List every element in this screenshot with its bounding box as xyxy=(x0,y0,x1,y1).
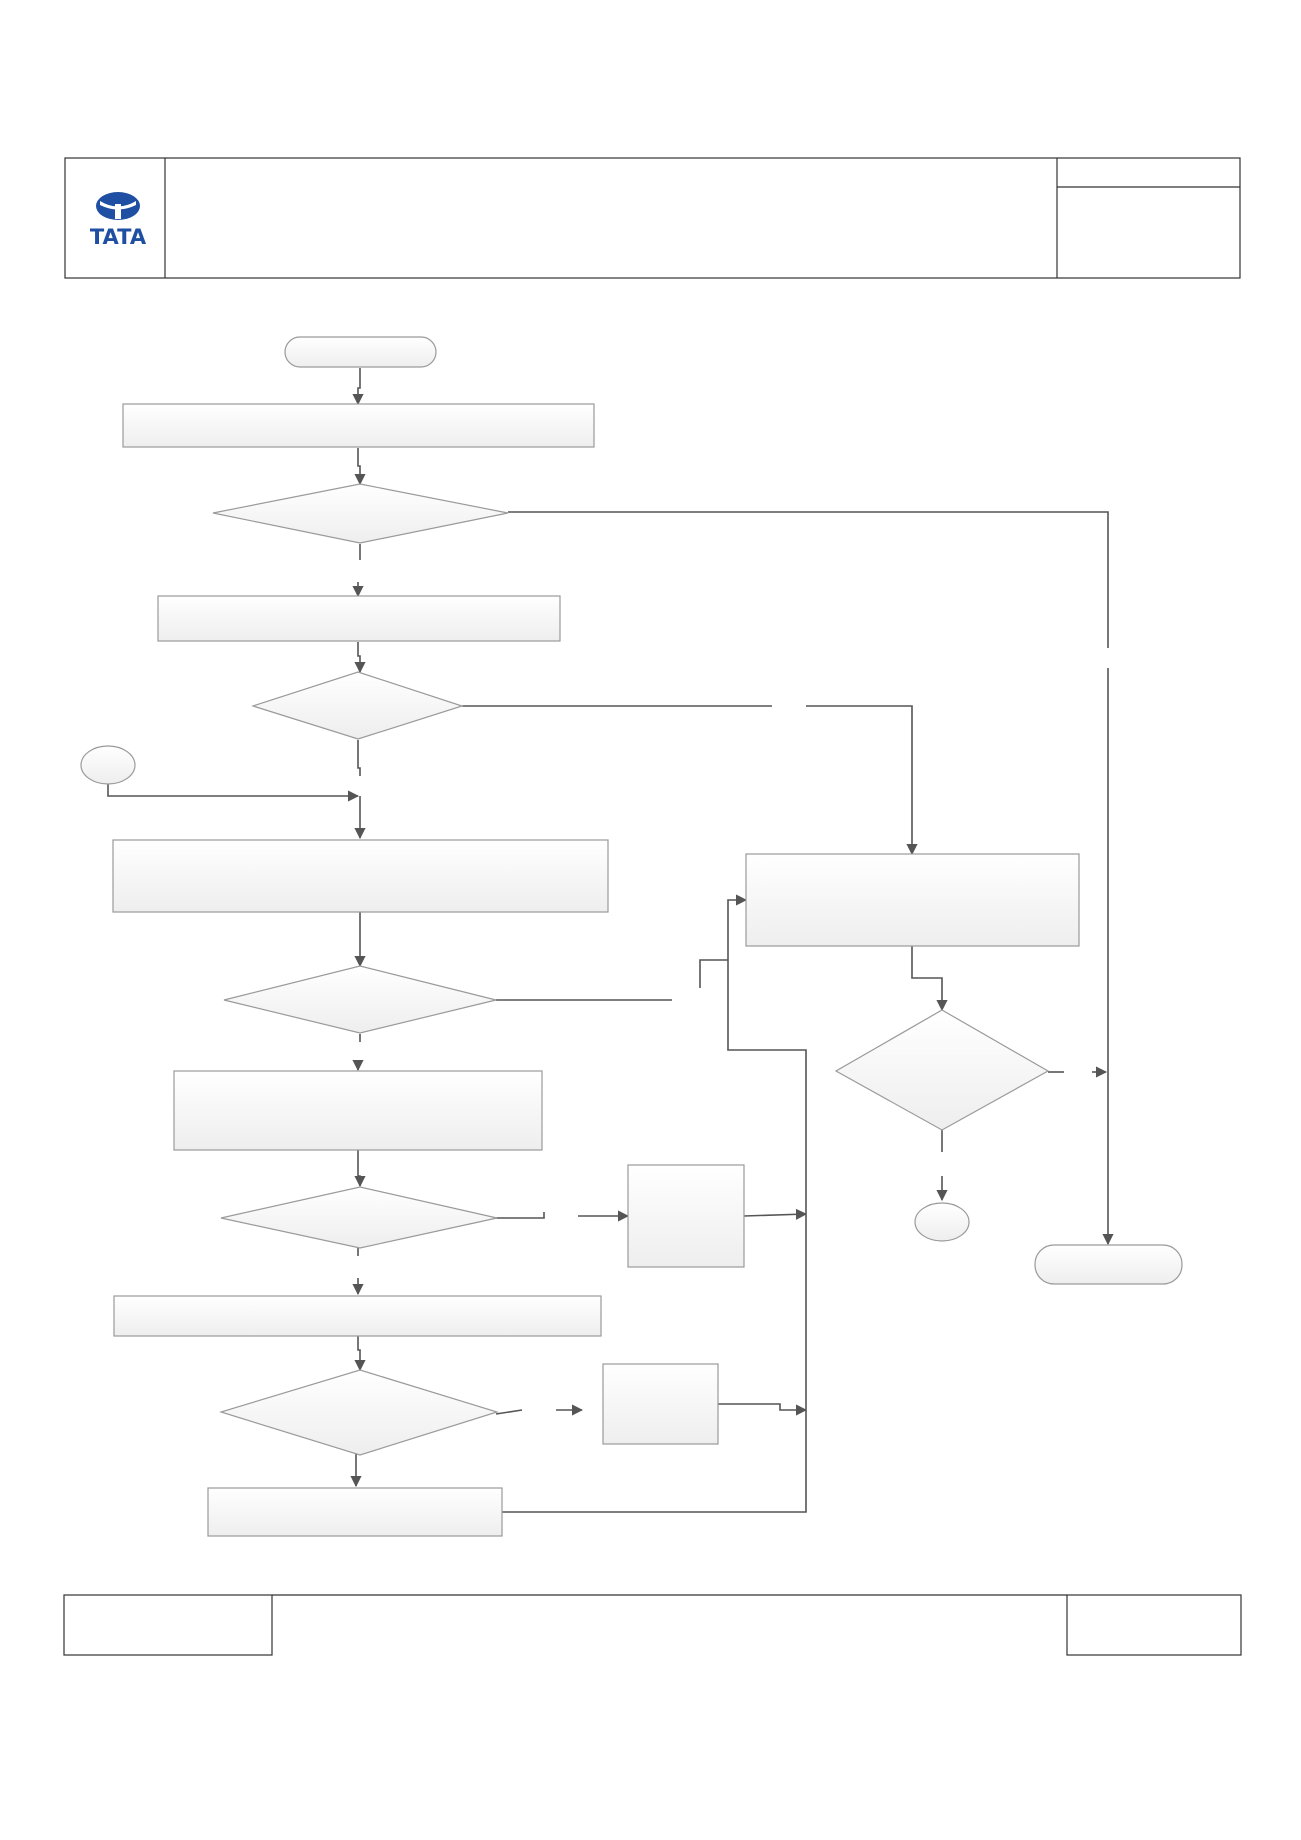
decision-5 xyxy=(218,1369,500,1456)
header-block: TATA xyxy=(64,157,1241,279)
tata-logo-wordmark: TATA xyxy=(90,225,147,249)
flow-nodes xyxy=(80,336,1183,1537)
decision-4 xyxy=(220,1186,498,1249)
start-terminator xyxy=(284,336,437,368)
process-step-3 xyxy=(112,839,609,913)
end-terminator xyxy=(1034,1244,1183,1285)
connector-in-circle xyxy=(80,745,136,785)
decision-3 xyxy=(223,965,497,1034)
decision-2 xyxy=(251,671,464,740)
right-process-box xyxy=(745,853,1080,947)
decision-1 xyxy=(212,483,509,544)
side-box-2 xyxy=(602,1363,719,1445)
tata-logo-icon: TATA xyxy=(90,192,147,249)
footer-block xyxy=(63,1594,1242,1656)
process-step-2 xyxy=(157,595,561,642)
right-decision xyxy=(834,1009,1050,1131)
process-step-5 xyxy=(113,1295,602,1337)
connector-lines xyxy=(107,368,1114,1513)
connector-out-circle xyxy=(914,1202,970,1242)
side-box-1 xyxy=(627,1164,745,1268)
process-step-4 xyxy=(173,1070,543,1151)
process-step-1 xyxy=(122,403,595,448)
process-step-6 xyxy=(207,1487,503,1537)
